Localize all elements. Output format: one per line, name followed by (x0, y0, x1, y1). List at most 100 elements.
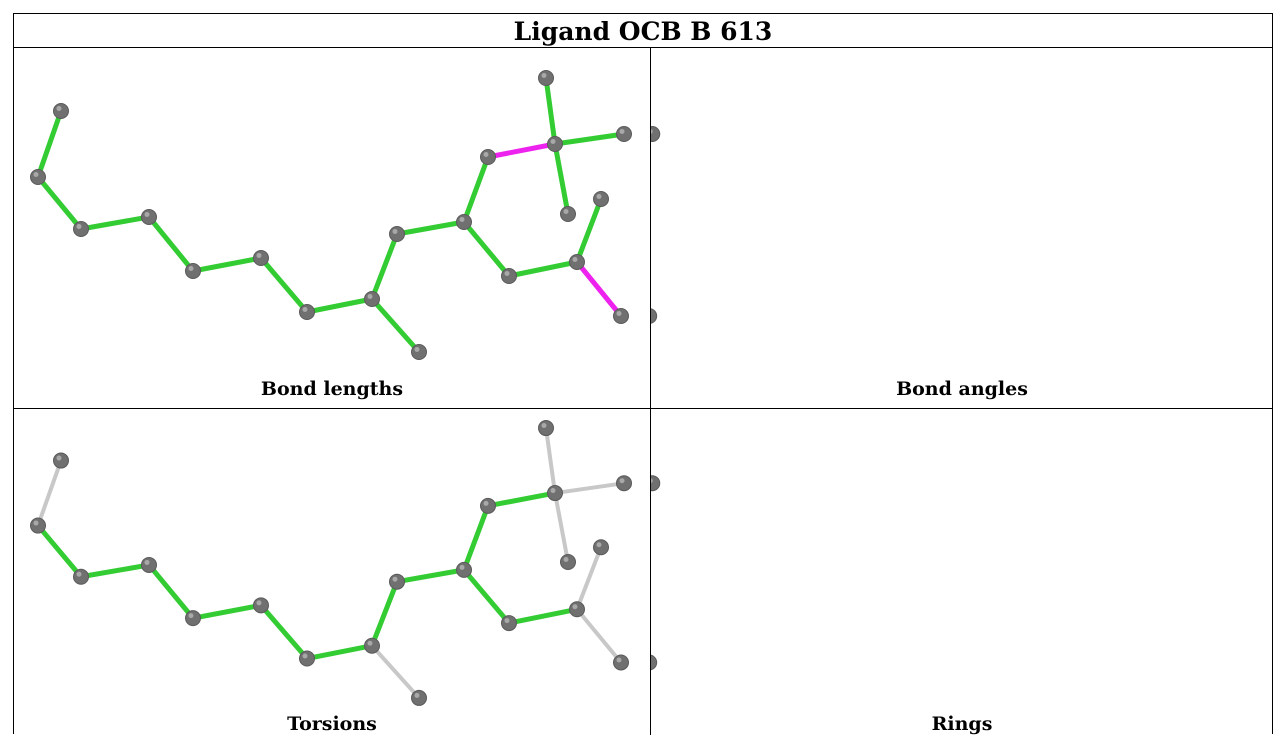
panel-torsions: Torsions (14, 409, 651, 735)
bond-ok (190, 602, 264, 621)
bond-neutral (544, 426, 557, 496)
bond-ok (369, 296, 422, 355)
atom-highlight (596, 194, 602, 199)
atom-highlight (76, 224, 82, 229)
bond-ok (485, 490, 558, 509)
bond-ok (552, 141, 571, 217)
atom (299, 650, 315, 667)
atom-highlight (572, 257, 578, 262)
atom (480, 497, 496, 514)
atom (560, 206, 576, 222)
bond-ok (552, 131, 627, 147)
atom-highlight (619, 478, 625, 484)
bond-outlier (574, 259, 624, 319)
atom-highlight (367, 640, 373, 646)
atom-highlight (550, 488, 556, 494)
atom-highlight (541, 73, 547, 78)
atom-highlight (504, 271, 510, 276)
atom-highlight (550, 139, 556, 144)
bond-ok (258, 602, 310, 662)
atom (389, 226, 405, 242)
atom-highlight (459, 217, 465, 222)
bond-ok (369, 231, 400, 302)
atom (547, 485, 563, 502)
molecule-diagram-rings (651, 475, 661, 671)
bond-ok (35, 523, 84, 580)
atom-highlight (483, 152, 489, 157)
molecule-diagram-torsions (30, 420, 632, 706)
atom (73, 568, 89, 585)
atom-highlight (144, 559, 150, 565)
atom (616, 126, 632, 142)
atom (456, 214, 472, 230)
atom-highlight (616, 311, 622, 316)
atom-highlight (563, 557, 569, 562)
atom (651, 308, 658, 324)
atom (569, 254, 585, 270)
bond-ok (304, 643, 375, 662)
atom-highlight (651, 478, 653, 484)
molecule-diagram-bond-lengths (30, 70, 632, 360)
atom (538, 420, 554, 437)
atom-highlight (619, 129, 625, 134)
atom-highlight (33, 172, 39, 177)
bond-ok (304, 296, 375, 315)
bonds (35, 426, 626, 700)
atom-highlight (144, 212, 150, 217)
atom-highlight (596, 542, 602, 548)
atom-highlight (572, 604, 578, 610)
atom (593, 539, 609, 556)
atom (253, 597, 269, 614)
bond-neutral (553, 481, 626, 496)
atom-highlight (459, 564, 465, 570)
atom (501, 268, 517, 284)
atoms (30, 420, 632, 706)
atom-highlight (367, 294, 373, 299)
atoms (30, 70, 632, 360)
bond-ok (78, 562, 152, 580)
atom-highlight (33, 520, 39, 526)
atom-highlight (188, 613, 194, 619)
atom-highlight (256, 600, 262, 606)
bond-neutral (553, 491, 570, 564)
atom-highlight (414, 347, 420, 352)
table-title: Ligand OCB B 613 (14, 14, 1272, 48)
atom (651, 654, 658, 671)
bond-ok (258, 255, 310, 315)
atom (538, 70, 554, 86)
bond-ok (461, 503, 491, 573)
atom (411, 344, 427, 360)
atom (30, 169, 46, 185)
bond-neutral (36, 458, 63, 528)
bond-ok (394, 567, 467, 585)
atom (651, 475, 661, 492)
bond-ok (394, 219, 467, 237)
atom (501, 615, 517, 632)
atom-highlight (302, 653, 308, 659)
bond-ok (369, 579, 400, 649)
atom-highlight (76, 571, 82, 577)
bond-ok (461, 219, 512, 279)
atom (185, 263, 201, 279)
atom (53, 452, 69, 469)
atom (253, 250, 269, 266)
bond-ok (35, 108, 64, 180)
panel-caption: Torsions (287, 713, 377, 735)
ligand-table: Ligand OCB B 613 Bond lengths Bond angle… (13, 13, 1273, 735)
bond-neutral (575, 545, 603, 612)
atom (613, 308, 629, 324)
bond-outlier (485, 141, 558, 160)
bond-ok (543, 75, 558, 147)
atom-highlight (392, 576, 398, 582)
atom-highlight (616, 657, 622, 663)
atom (141, 556, 157, 573)
atom-highlight (256, 253, 262, 258)
bond-ok (574, 196, 604, 265)
atom-highlight (188, 266, 194, 271)
bond-neutral (575, 607, 623, 665)
atom-highlight (392, 229, 398, 234)
panel-bond-angles: Bond angles (651, 48, 1273, 409)
bond-ok (506, 259, 580, 279)
atom (73, 221, 89, 237)
atom-highlight (504, 618, 510, 624)
